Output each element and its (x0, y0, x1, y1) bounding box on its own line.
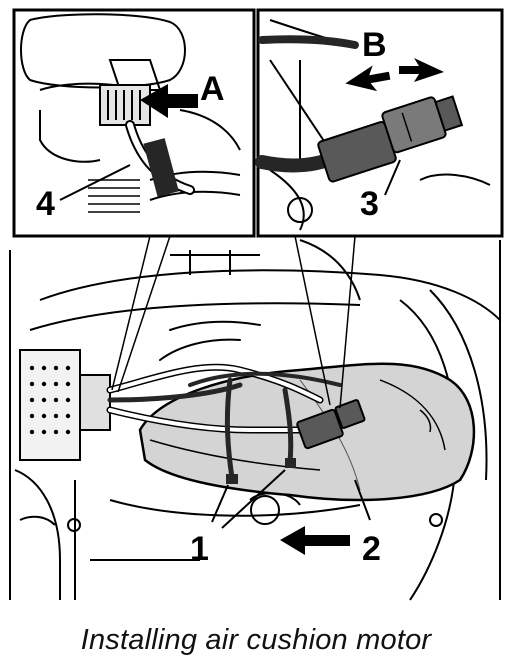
motor-connector (296, 399, 366, 450)
arrow-a-icon (140, 84, 198, 118)
main-scene (9, 239, 501, 601)
insertion-arrow-icon (280, 526, 350, 555)
installation-diagram: A 4 B 3 1 2 (9, 8, 504, 601)
label-1: 1 (190, 530, 209, 568)
seat-connector-block (19, 349, 111, 461)
arrow-b-icon (399, 58, 444, 82)
label-b: B (362, 26, 387, 64)
inset-panel-4: A 4 (12, 8, 256, 238)
leader-lines (211, 469, 371, 529)
cable-clip (226, 474, 238, 484)
connector-3 (317, 95, 464, 183)
inset-panel-3: B 3 (255, 8, 504, 238)
arrow-b-icon (345, 65, 391, 92)
label-2: 2 (362, 530, 381, 568)
label-a: A (200, 70, 225, 108)
callout-lines (111, 235, 356, 409)
cable-clip (285, 458, 296, 468)
label-4: 4 (36, 185, 55, 223)
label-3: 3 (360, 185, 379, 223)
figure-caption: Installing air cushion motor (80, 624, 432, 656)
